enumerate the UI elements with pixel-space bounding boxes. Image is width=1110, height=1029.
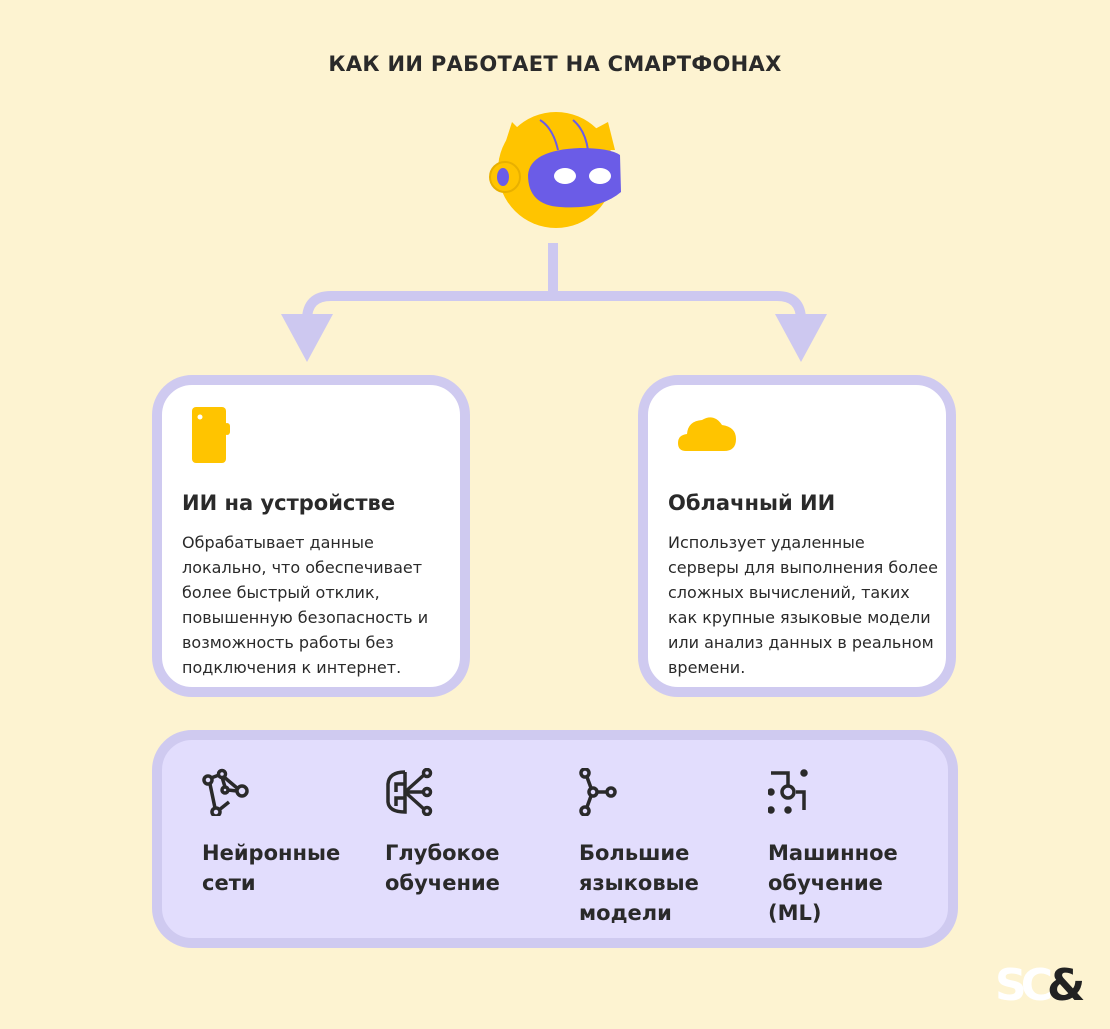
card-text: Использует удаленные серверы для выполне… — [668, 533, 938, 677]
technologies-panel: Нейронные сети Глубокое обучение Большие… — [152, 730, 958, 948]
smartphone-icon — [192, 407, 230, 463]
card-heading: ИИ на устройстве — [182, 491, 396, 515]
tech-ml: Машинное обучение (ML) — [767, 768, 898, 928]
tech-neural-networks: Нейронные сети — [202, 768, 340, 898]
machine-learning-icon — [767, 769, 808, 814]
tech-deep-learning: Глубокое обучение — [385, 767, 500, 898]
page-title: КАК ИИ РАБОТАЕТ НА СМАРТФОНАХ — [328, 52, 782, 76]
branch-connector — [302, 243, 806, 330]
card-cloud: Облачный ИИ Использует удаленные серверы… — [638, 375, 956, 697]
robot-icon — [489, 112, 621, 228]
llm-nodes-icon — [579, 767, 617, 817]
tech-label: Нейронные сети — [202, 841, 341, 895]
arrow-right — [775, 314, 827, 362]
arrow-left — [281, 314, 333, 362]
cloud-icon — [678, 417, 736, 451]
tech-llm: Большие языковые модели — [579, 767, 699, 928]
card-heading: Облачный ИИ — [668, 491, 836, 515]
brand-logo: SC& — [995, 960, 1085, 1011]
robot-and-connector — [281, 112, 827, 362]
card-text: Обрабатывает данные локально, что обеспе… — [182, 533, 429, 677]
neural-network-icon — [202, 768, 249, 818]
tech-label: Машинное обучение (ML) — [768, 841, 898, 925]
deep-learning-brain-icon — [386, 767, 433, 817]
card-on-device: ИИ на устройстве Обрабатывает данные лок… — [152, 375, 470, 697]
tech-label: Глубокое обучение — [385, 841, 500, 895]
tech-label: Большие языковые модели — [579, 841, 699, 925]
